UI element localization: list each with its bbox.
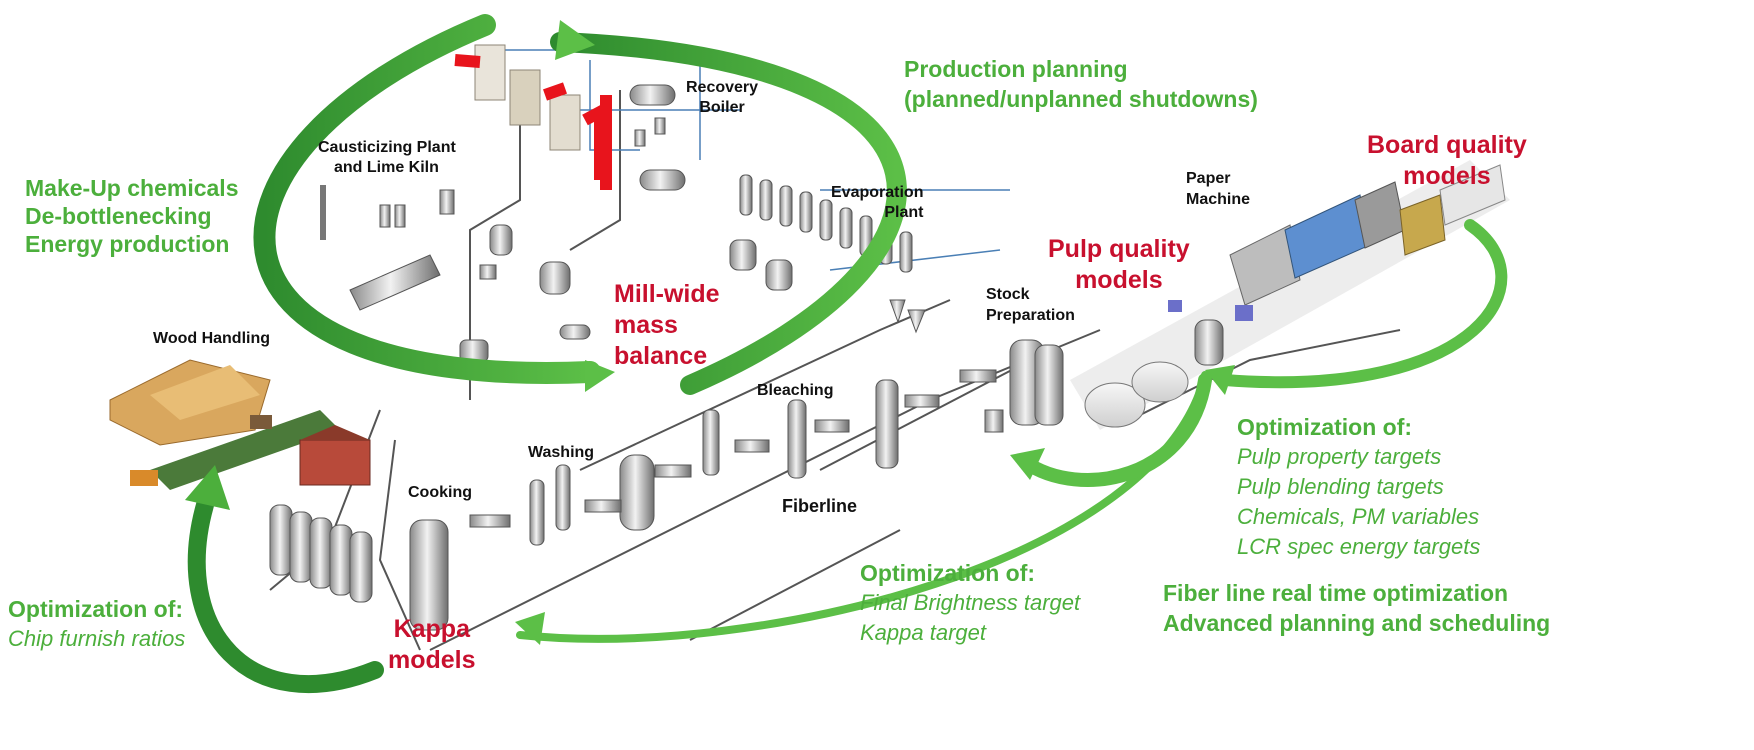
label-paper-line2: Machine (1186, 191, 1251, 208)
label-stock-line2: Preparation (986, 307, 1075, 324)
label-causticizing-line2: and Lime Kiln (334, 159, 439, 176)
annotation-fiberline-optimization: Optimization of: Final Brightness target… (860, 558, 1080, 648)
label-stock-preparation: Stock Preparation (986, 284, 1075, 326)
feedback-arcs (187, 14, 1508, 694)
label-recovery-line2: Boiler (699, 99, 745, 116)
label-bleaching: Bleaching (757, 382, 834, 399)
cooking-digesters (269, 504, 449, 631)
annotation-pm-optimization: Optimization of: Pulp property targets P… (1237, 412, 1480, 562)
production-planning-line1: Production planning (904, 56, 1128, 82)
label-causticizing-line1: Causticizing Plant (318, 139, 456, 156)
kappa-line1: Kappa (393, 615, 470, 643)
fiberline-opt-item-1: Final Brightness target (860, 590, 1081, 615)
label-evaporation-line1: Evaporation (831, 184, 924, 201)
label-kappa-models: Kappa models (388, 614, 476, 676)
board-quality-line2: models (1403, 162, 1491, 190)
label-pulp-quality-models: Pulp quality models (1048, 234, 1190, 296)
pulp-quality-line2: models (1075, 266, 1163, 294)
paper-machine (1070, 160, 1510, 430)
kappa-line2: models (388, 646, 476, 674)
pm-opt-item-3: Chemicals, PM variables (1237, 504, 1480, 529)
realtime-line1: Fiber line real time optimization (1163, 580, 1509, 606)
label-stock-line1: Stock (986, 286, 1030, 303)
label-evaporation-line2: Plant (884, 204, 924, 221)
chip-opt-title: Optimization of: (8, 596, 184, 622)
label-recovery-line1: Recovery (686, 79, 759, 96)
recovery-boiler (454, 44, 686, 191)
label-wood-handling: Wood Handling (153, 330, 271, 347)
production-planning-line2: (planned/unplanned shutdowns) (904, 86, 1258, 112)
pm-opt-title: Optimization of: (1237, 414, 1413, 440)
make-up-line3: Energy production (25, 231, 230, 257)
wood-handling-yard (109, 359, 371, 490)
label-paper-line1: Paper (1186, 170, 1231, 187)
make-up-line1: Make-Up chemicals (25, 175, 239, 201)
causticizing-plant (320, 185, 591, 363)
label-washing: Washing (528, 444, 595, 461)
fiberline-opt-title: Optimization of: (860, 560, 1036, 586)
mill-wide-line3: balance (614, 342, 708, 370)
stock-prep-tanks (984, 339, 1064, 433)
label-cooking: Cooking (408, 484, 472, 501)
annotation-realtime-optimization: Fiber line real time optimization Advanc… (1163, 578, 1550, 638)
annotation-make-up: Make-Up chemicals De-bottlenecking Energ… (25, 174, 238, 258)
label-board-quality-models: Board quality models (1367, 130, 1527, 192)
board-quality-line1: Board quality (1367, 131, 1527, 159)
washing-equipment (469, 454, 692, 546)
chip-opt-item: Chip furnish ratios (8, 626, 186, 651)
bleaching-towers (702, 369, 997, 479)
annotation-chip-optimization: Optimization of: Chip furnish ratios (8, 594, 185, 654)
mill-wide-line2: mass (614, 311, 678, 339)
evaporation-plant (729, 174, 926, 334)
mill-wide-line1: Mill-wide (614, 280, 720, 308)
arc-arrowheads (185, 20, 1235, 645)
make-up-line2: De-bottlenecking (25, 203, 212, 229)
fiberline-opt-item-2: Kappa target (860, 620, 986, 645)
label-evaporation: Evaporation Plant (831, 183, 923, 223)
pm-opt-item-4: LCR spec energy targets (1237, 534, 1481, 559)
pm-opt-item-2: Pulp blending targets (1237, 474, 1444, 499)
annotation-production-planning: Production planning (planned/unplanned s… (904, 54, 1258, 114)
label-paper-machine: Paper Machine (1186, 168, 1250, 210)
label-fiberline: Fiberline (782, 496, 858, 516)
realtime-line2: Advanced planning and scheduling (1163, 610, 1551, 636)
label-causticizing: Causticizing Plant and Lime Kiln (318, 138, 456, 178)
pulp-quality-line1: Pulp quality (1048, 235, 1190, 263)
label-recovery-boiler: Recovery Boiler (686, 78, 758, 118)
pm-opt-item-1: Pulp property targets (1237, 444, 1442, 469)
label-mill-wide-mass-balance: Mill-wide mass balance (614, 279, 720, 372)
